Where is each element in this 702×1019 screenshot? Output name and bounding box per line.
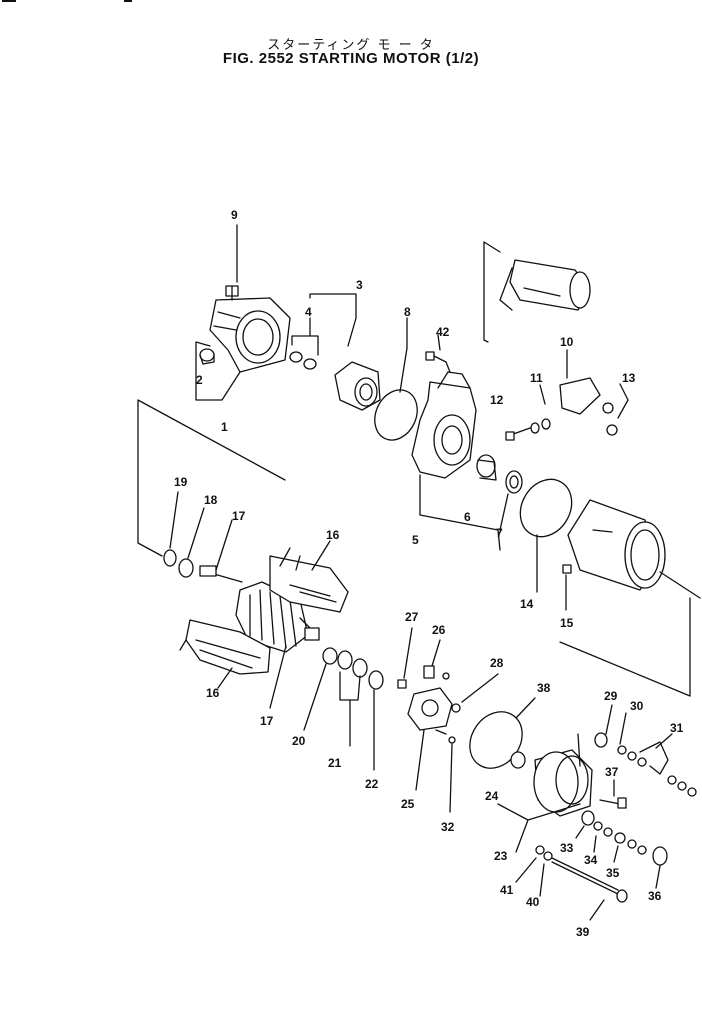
callout-43: 42 [436,325,450,339]
callout-23: 22 [365,777,379,791]
callout-30: 29 [604,689,618,703]
callout-4: 4 [305,305,312,319]
callout-42: 41 [500,883,514,897]
field-coil-lower [179,619,271,675]
washer-20 [163,549,177,567]
callout-21: 20 [292,734,306,748]
callout-15: 15 [560,616,574,630]
callout-11: 11 [530,371,543,385]
title-japanese: スターティング モ ー タ [267,38,435,53]
callout-5: 5 [412,533,419,547]
callout-9: 9 [231,208,238,222]
washer-22a [337,650,353,670]
callout-29: 28 [490,656,504,670]
through-bolt-40 [535,845,628,903]
callout-6: 6 [464,510,471,524]
callout-16b: 16 [206,686,220,700]
lever-housing [411,351,477,479]
rear-cover [510,749,593,817]
callout-34: 33 [560,841,574,855]
callout-7: 7 [496,526,503,540]
through-bolt-group [581,732,697,866]
callout-26: 25 [401,797,415,811]
callout-13: 13 [622,371,636,385]
crop-mark-left [2,0,16,2]
o-ring-14 [519,478,573,538]
callout-17: 17 [260,714,274,728]
washer-21 [322,647,338,665]
o-ring-8 [374,389,418,441]
bearing-7 [505,470,523,494]
callout-10: 10 [560,335,574,349]
callout-35: 34 [584,853,598,867]
brush-holder [397,665,461,744]
yoke [562,499,666,591]
pinion-clutch [289,351,381,411]
callout-14: 14 [520,597,534,611]
bushing-2 [199,348,215,365]
callout-labels: 9 3 4 8 42 2 1 10 11 13 12 6 7 5 14 15 1… [174,208,684,939]
callout-16a: 16 [326,528,340,542]
drive-housing [209,285,291,373]
callout-20: 19 [174,475,188,489]
callout-36: 35 [606,866,620,880]
washer-22b [352,658,368,678]
callout-2: 2 [196,373,203,387]
callout-28: 27 [405,610,419,624]
callout-18: 17 [232,509,246,523]
figure-title: FIG. 2552 STARTING MOTOR (1/2) [222,50,480,67]
callout-31: 30 [630,699,644,713]
callout-37: 36 [648,889,662,903]
bushing-6 [476,454,497,481]
callout-32: 31 [670,721,684,735]
callout-8: 8 [404,305,411,319]
callout-33: 32 [441,820,455,834]
callout-39: 38 [537,681,551,695]
washer-19 [178,558,194,578]
callout-40: 39 [576,925,590,939]
washer-23 [368,670,384,690]
magnetic-switch [499,259,591,311]
field-coil-upper [269,547,349,613]
callout-1: 1 [221,420,228,434]
callout-24: 23 [494,849,508,863]
callout-27: 26 [432,623,446,637]
callout-25: 24 [485,789,499,803]
bolt-12 [505,418,551,441]
callout-41: 40 [526,895,540,909]
callout-38: 37 [605,765,619,779]
callout-12: 12 [490,393,504,407]
callout-3: 3 [356,278,363,292]
callout-22: 21 [328,756,342,770]
callout-19: 18 [204,493,218,507]
switch-terminal [559,377,618,436]
crop-mark-right [124,0,132,2]
